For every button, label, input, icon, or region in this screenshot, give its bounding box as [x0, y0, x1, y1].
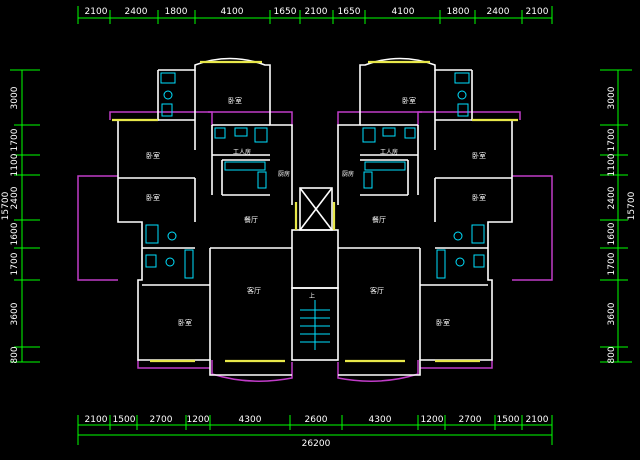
right-dimension-labels: 3000 1700 1100 2400 1600 1700 3600 800 1…	[607, 86, 637, 363]
room-label-bedroom: 卧室	[146, 151, 160, 160]
dim-top-10: 2400	[487, 7, 510, 17]
dim-left-total: 15700	[1, 191, 11, 220]
dim-right-5: 1600	[607, 222, 617, 245]
room-label-kitchen: 厨房	[342, 170, 354, 178]
room-label-living: 客厅	[247, 286, 261, 295]
dim-bottom-11: 2100	[526, 415, 549, 425]
dim-top-5: 1650	[274, 7, 297, 17]
dim-left-2: 1700	[10, 128, 20, 151]
dim-left-6: 1700	[10, 252, 20, 275]
room-label-bedroom: 卧室	[146, 193, 160, 202]
dimension-lines	[10, 6, 632, 445]
dim-right-1: 3000	[607, 86, 617, 109]
dim-right-total: 15700	[627, 191, 637, 220]
dim-right-3: 1100	[607, 153, 617, 176]
dim-bottom-5: 4300	[239, 415, 262, 425]
dim-top-2: 2400	[125, 7, 148, 17]
room-label-dining: 餐厅	[244, 215, 258, 224]
fixtures	[145, 72, 485, 350]
dim-bottom-3: 2700	[150, 415, 173, 425]
dim-left-1: 3000	[10, 86, 20, 109]
dim-bottom-9: 2700	[459, 415, 482, 425]
dim-top-8: 4100	[392, 7, 415, 17]
room-label-bedroom: 卧室	[228, 96, 242, 105]
room-labels: 卧室 卧室 卧室 卧室 卧室 卧室 卧室 卧室 餐厅 餐厅 客厅 客厅 工人房 …	[146, 96, 486, 327]
dim-right-6: 1700	[607, 252, 617, 275]
room-label-bedroom: 卧室	[402, 96, 416, 105]
dim-bottom-total: 26200	[302, 439, 331, 449]
room-label-bedroom: 卧室	[472, 151, 486, 160]
dim-top-1: 2100	[85, 7, 108, 17]
windows	[112, 60, 518, 363]
dim-top-7: 1650	[338, 7, 361, 17]
dim-left-5: 1600	[10, 222, 20, 245]
dim-right-4: 2400	[607, 186, 617, 209]
dim-top-6: 2100	[305, 7, 328, 17]
dim-bottom-10: 1500	[497, 415, 520, 425]
room-label-maid: 工人房	[233, 148, 251, 156]
dim-bottom-6: 2600	[305, 415, 328, 425]
room-label-living: 客厅	[370, 286, 384, 295]
dim-right-7: 3600	[607, 302, 617, 325]
dim-bottom-4: 1200	[187, 415, 210, 425]
dim-right-2: 1700	[607, 128, 617, 151]
dim-top-3: 1800	[165, 7, 188, 17]
room-label-maid: 工人房	[380, 148, 398, 156]
dim-left-4: 2400	[10, 186, 20, 209]
room-label-dining: 餐厅	[372, 215, 386, 224]
dim-left-3: 1100	[10, 153, 20, 176]
room-label-bedroom: 卧室	[178, 318, 192, 327]
dim-bottom-1: 2100	[85, 415, 108, 425]
dim-bottom-2: 1500	[113, 415, 136, 425]
dim-bottom-8: 1200	[421, 415, 444, 425]
dim-left-8: 800	[10, 346, 20, 363]
dim-right-8: 800	[607, 346, 617, 363]
dim-top-4: 4100	[221, 7, 244, 17]
dim-top-11: 2100	[526, 7, 549, 17]
room-label-kitchen: 厨房	[278, 170, 290, 178]
top-dimension-labels: 2100 2400 1800 4100 1650 2100 1650 4100 …	[85, 7, 549, 17]
left-dimension-labels: 3000 1700 1100 2400 1600 1700 3600 800 1…	[1, 86, 20, 363]
room-label-bedroom: 卧室	[436, 318, 450, 327]
dim-left-7: 3600	[10, 302, 20, 325]
dim-top-9: 1800	[447, 7, 470, 17]
stair-up-label: 上	[309, 292, 315, 300]
bottom-dimension-labels: 2100 1500 2700 1200 4300 2600 4300 1200 …	[85, 415, 549, 449]
room-label-bedroom: 卧室	[472, 193, 486, 202]
dim-bottom-7: 4300	[369, 415, 392, 425]
